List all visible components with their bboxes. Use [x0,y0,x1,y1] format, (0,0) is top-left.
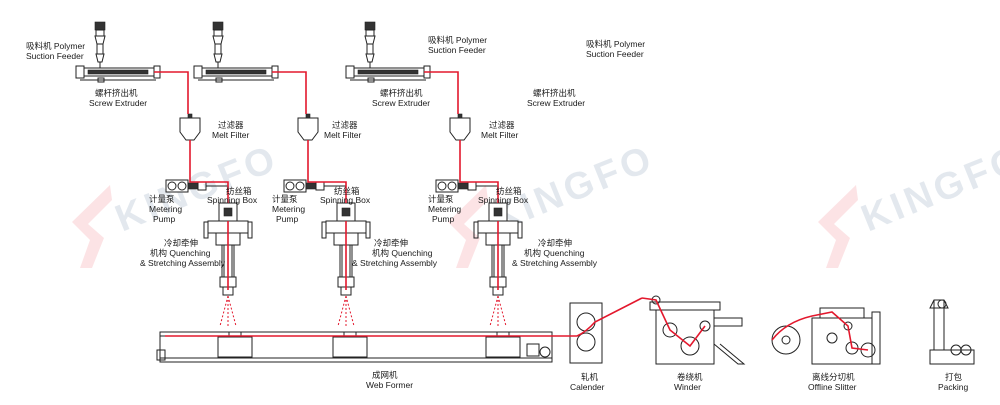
extruder-label: 螺杆挤出机 [533,88,576,98]
winder: 卷绕机 Winder [641,295,746,392]
line-2-labels: 吸料机 Polymer Suction Feeder 螺杆挤出机 Screw E… [272,35,487,268]
metering-pump-label: 计量泵 [428,194,454,204]
melt-filter-label: 过滤器 [332,120,358,130]
calender-label: Calender [570,382,605,392]
watermark-text: KINGFO [856,137,1000,240]
packing-label: Packing [938,382,969,392]
web-former [156,331,553,363]
metering-pump-label: Pump [153,214,175,224]
quench-label: & Stretching Assembly [512,258,598,268]
extruder-label: 螺杆挤出机 [380,88,423,98]
melt-filter-label: Melt Filter [324,130,361,140]
extruder-label: Screw Extruder [372,98,430,108]
spinning-box-label: 纺丝箱 [334,186,360,196]
quench-label: 冷却牵伸 [374,238,408,248]
quench-label: 机构 Quenching [150,248,211,258]
suction-feeder-label: 吸料机 Polymer [428,35,487,45]
slitter-label: 离线分切机 [812,372,855,382]
kingfo-logo-icon [72,185,112,268]
calender: 轧机 Calender [552,297,643,392]
spinning-box-label: 纺丝箱 [226,186,252,196]
spinning-box-label: Spinning Box [320,195,371,205]
metering-pump-label: Metering [149,204,182,214]
quench-label: & Stretching Assembly [140,258,226,268]
metering-pump-label: Metering [272,204,305,214]
metering-pump-label: 计量泵 [149,194,175,204]
suction-feeder-label: Suction Feeder [586,49,644,59]
offline-slitter: 离线分切机 Offline Slitter [771,307,881,392]
web-former-label: 成网机 [372,370,398,380]
line-1-labels: 吸料机 Polymer Suction Feeder 螺杆挤出机 Screw E… [26,41,258,268]
spinning-line-3 [345,21,523,327]
line-3-labels: 吸料机 Polymer Suction Feeder 螺杆挤出机 Screw E… [428,39,645,268]
winder-label: Winder [674,382,701,392]
winder-label: 卷绕机 [677,372,703,382]
quench-label: 机构 Quenching [372,248,433,258]
kingfo-logo-icon [448,185,488,268]
spinning-box-label: Spinning Box [207,195,258,205]
quench-label: 冷却牵伸 [164,238,198,248]
extruder-label: Screw Extruder [89,98,147,108]
suction-feeder-label: 吸料机 Polymer [26,41,85,51]
suction-feeder-label: Suction Feeder [26,51,84,61]
watermark-right: KINGFO [818,137,1000,268]
packing-machine: 打包 Packing [929,299,975,392]
extruder-label: Screw Extruder [527,98,585,108]
metering-pump-label: Metering [428,204,461,214]
metering-pump-label: 计量泵 [272,194,298,204]
melt-filter-label: 过滤器 [489,120,515,130]
suction-feeder-label: Suction Feeder [428,45,486,55]
metering-pump-label: Pump [432,214,454,224]
quench-label: & Stretching Assembly [352,258,438,268]
melt-filter-label: 过滤器 [218,120,244,130]
quench-label: 机构 Quenching [524,248,585,258]
spinning-box-label: 纺丝箱 [496,186,522,196]
packing-label: 打包 [945,372,963,382]
kingfo-logo-icon [818,185,858,268]
quench-label: 冷却牵伸 [538,238,572,248]
spinning-box-label: Spinning Box [478,195,529,205]
melt-filter-label: Melt Filter [212,130,249,140]
metering-pump-label: Pump [276,214,298,224]
calender-label: 轧机 [581,372,599,382]
suction-feeder-label: 吸料机 Polymer [586,39,645,49]
extruder-label: 螺杆挤出机 [95,88,138,98]
melt-filter-label: Melt Filter [481,130,518,140]
web-former-label: Web Former [366,380,413,390]
slitter-label: Offline Slitter [808,382,857,392]
